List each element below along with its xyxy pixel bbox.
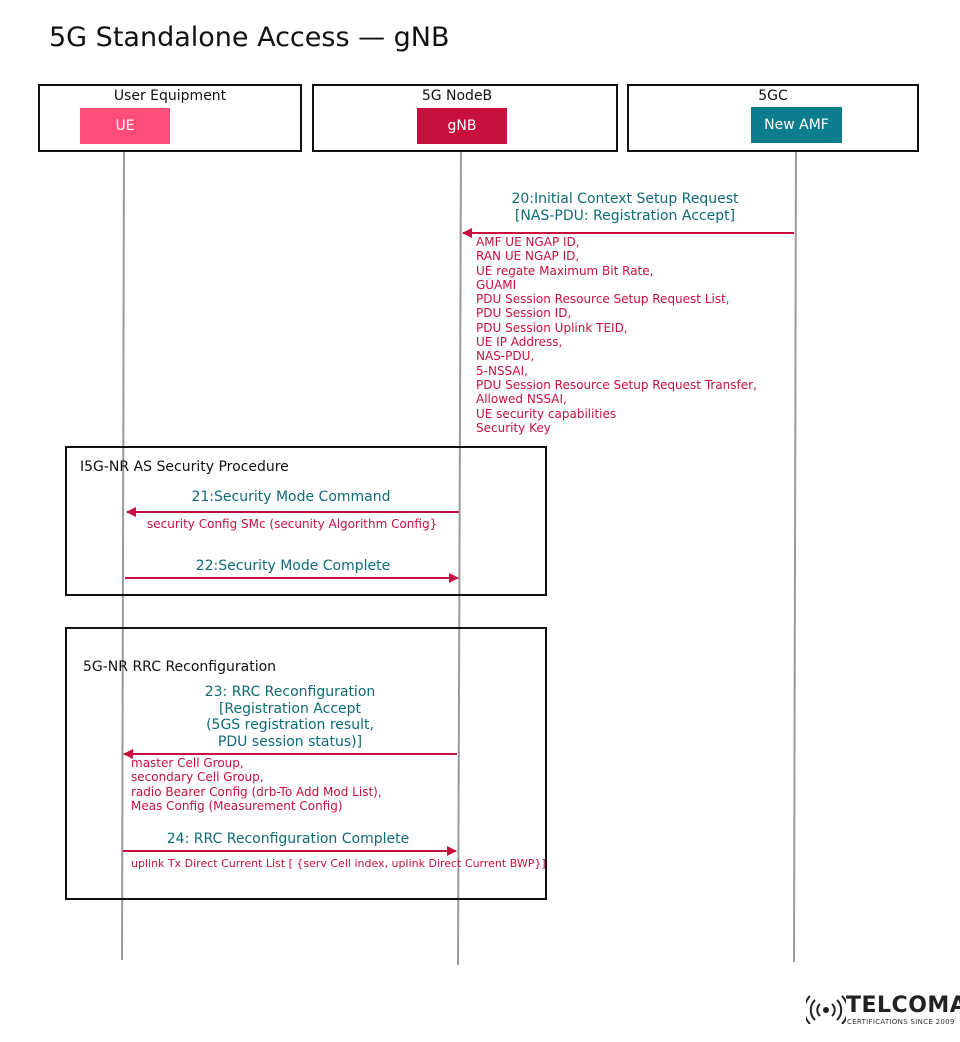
- node-ue: UE: [80, 108, 170, 144]
- frame-rrc-reconfiguration: [65, 627, 547, 900]
- entity-label-5g-nodeb: 5G NodeB: [421, 88, 493, 104]
- signal-icon: [806, 995, 846, 1024]
- node-new-amf: New AMF: [751, 107, 842, 143]
- frame-security-label: I5G-NR AS Security Procedure: [80, 459, 289, 475]
- lifeline-gnb: [457, 143, 462, 966]
- msg21-param: security Config SMc (secunity Algorithm …: [147, 517, 438, 531]
- logo-name: TELCOMA: [846, 993, 960, 1018]
- msg24-param: uplink Tx Direct Current List [ {serv Ce…: [131, 857, 546, 870]
- msg21-label: 21:Security Mode Command: [191, 489, 391, 505]
- frame-rrc-label: 5G-NR RRC Reconfiguration: [83, 659, 277, 675]
- msg20-label: 20:Initial Context Setup Request [NAS-PD…: [511, 191, 739, 224]
- msg22-label: 22:Security Mode Complete: [195, 558, 391, 574]
- node-gnb: gNB: [417, 108, 507, 144]
- lifeline-ue: [121, 143, 125, 961]
- entity-label-user-equipment: User Equipment: [113, 88, 227, 104]
- msg20-params: AMF UE NGAP ID, RAN UE NGAP ID, UE regat…: [476, 235, 757, 435]
- lifeline-amf: [793, 142, 797, 963]
- logo-tagline: CERTIFICATIONS SINCE 2009: [847, 1018, 955, 1026]
- telcoma-logo: TELCOMA CERTIFICATIONS SINCE 2009: [806, 993, 960, 1026]
- msg23-params: master Cell Group, secondary Cell Group,…: [131, 756, 382, 813]
- page-title: 5G Standalone Access — gNB: [49, 22, 450, 53]
- frame-security-procedure: [65, 446, 547, 596]
- msg24-label: 24: RRC Reconfiguration Complete: [166, 831, 410, 847]
- msg23-label: 23: RRC Reconfiguration [Registration Ac…: [204, 684, 376, 750]
- entity-label-5gc: 5GC: [758, 88, 788, 104]
